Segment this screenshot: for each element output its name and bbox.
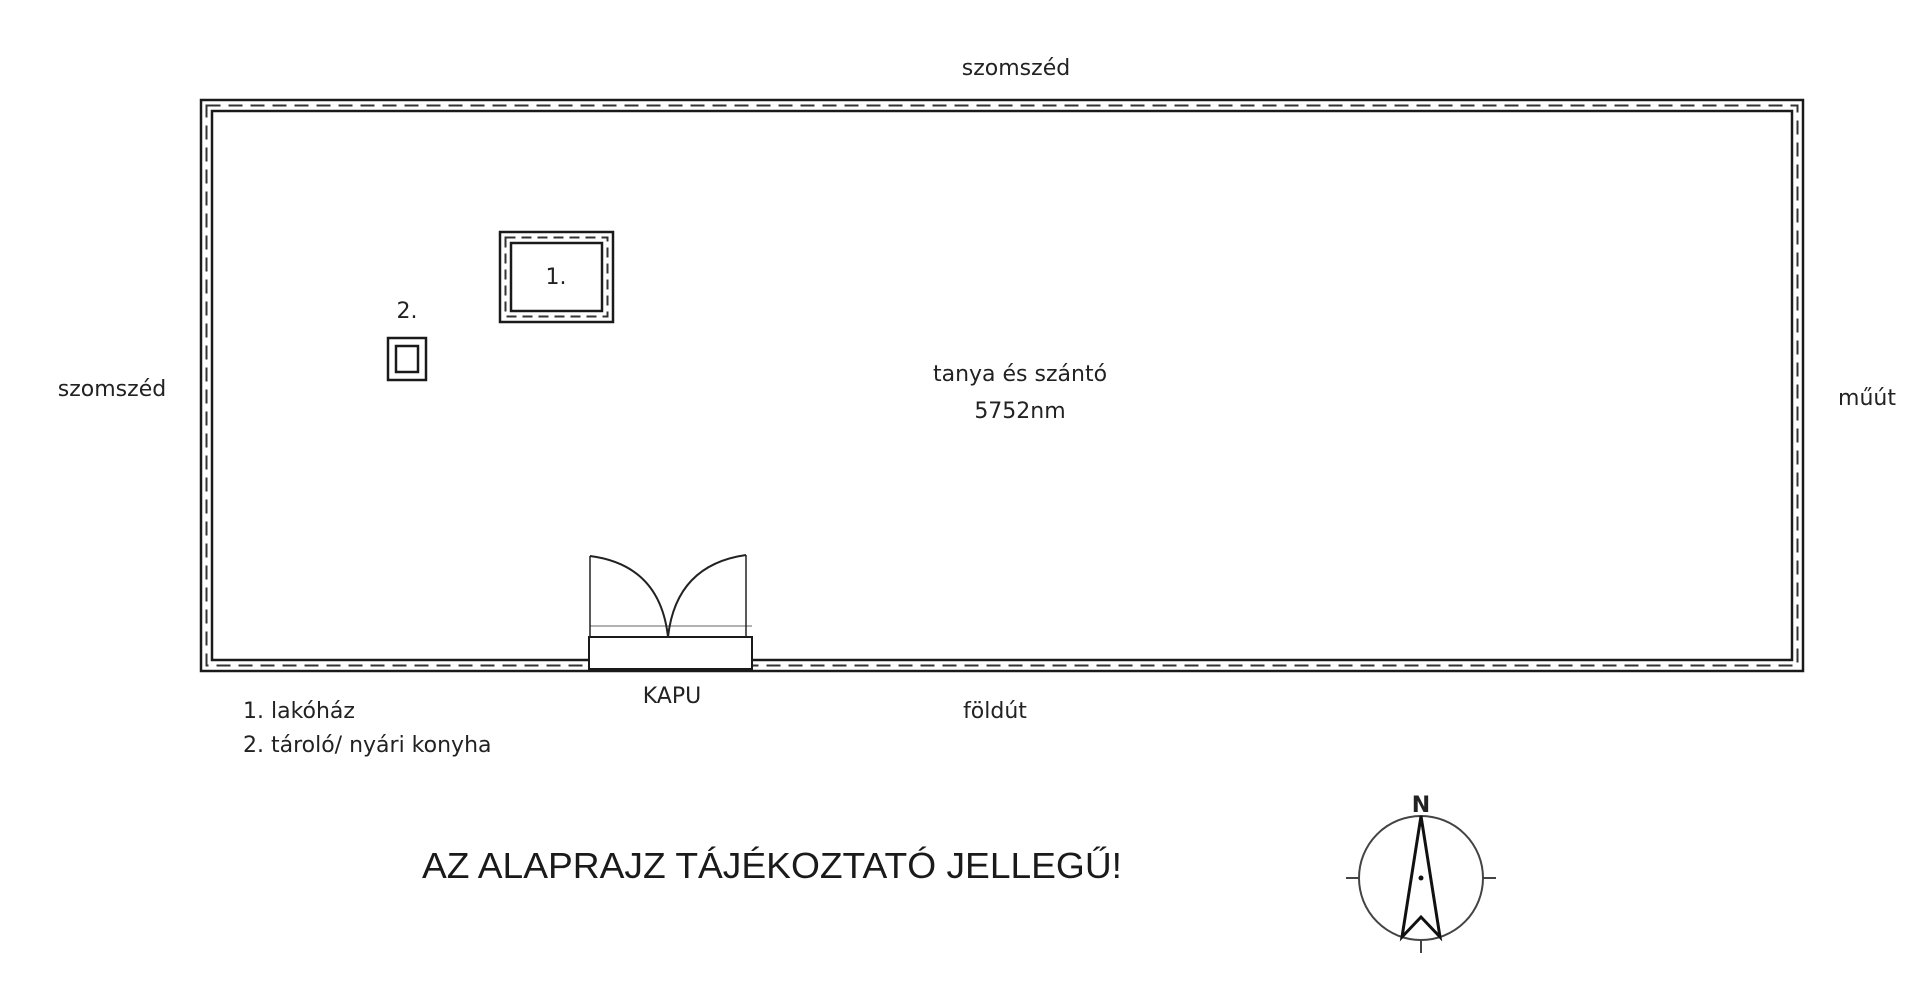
disclaimer-title: AZ ALAPRAJZ TÁJÉKOZTATÓ JELLEGŰ! xyxy=(422,845,1122,886)
north-neighbor-label: szomszéd xyxy=(962,56,1070,81)
legend-item-2: 2. tároló/ nyári konyha xyxy=(243,733,492,758)
north-arrow-compass-icon: N xyxy=(1346,793,1496,953)
gate-label: KAPU xyxy=(643,684,701,709)
plot-area-label: 5752nm xyxy=(974,399,1065,424)
building-2-storage: 2. xyxy=(386,299,428,382)
plot-boundary-wall xyxy=(199,98,1805,673)
compass-north-label: N xyxy=(1412,793,1430,818)
legend-item-1: 1. lakóház xyxy=(243,699,355,724)
gate: KAPU xyxy=(588,554,753,709)
building-1-label: 1. xyxy=(546,265,567,290)
south-road-label: földút xyxy=(963,699,1027,724)
west-neighbor-label: szomszéd xyxy=(58,377,166,402)
building-1-house: 1. xyxy=(498,230,615,324)
east-road-label: műút xyxy=(1838,386,1896,411)
plot-name-label: tanya és szántó xyxy=(933,362,1107,387)
building-2-label: 2. xyxy=(397,299,418,324)
